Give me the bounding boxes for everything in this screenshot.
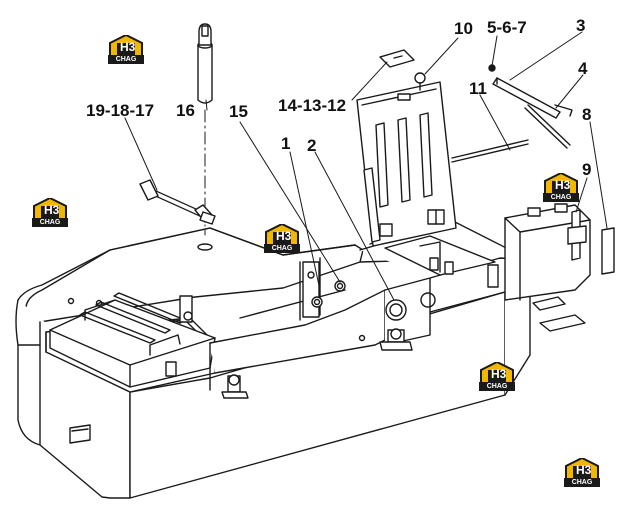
logo-emblem-icon [33, 198, 67, 220]
callout-16: 16 [176, 101, 195, 120]
logo-emblem-icon [565, 458, 599, 480]
callout-5-6-7: 5-6-7 [487, 18, 527, 37]
leader-lines [124, 31, 608, 301]
watermark-logo: H3 CHAG [108, 35, 144, 65]
callout-1: 1 [281, 134, 291, 153]
watermark-logo: H3 CHAG [32, 198, 68, 228]
callout-14-13-12: 14-13-12 [278, 96, 347, 115]
callout-10: 10 [454, 19, 473, 38]
callout-9: 9 [582, 160, 592, 179]
right-compartment [356, 81, 531, 288]
callout-2: 2 [307, 136, 317, 155]
watermark-logo: H3 CHAG [479, 362, 515, 392]
logo-emblem-icon [265, 224, 299, 246]
watermark-logo: H3 CHAG [564, 458, 600, 488]
watermark-logo: H3 CHAG [543, 173, 579, 203]
callout-19-18-17: 19-18-17 [86, 101, 155, 120]
callout-4: 4 [578, 59, 588, 78]
callout-15: 15 [229, 102, 248, 121]
logo-emblem-icon [544, 173, 578, 195]
logo-emblem-icon [109, 35, 143, 57]
loose-parts [139, 23, 615, 332]
left-compartment [45, 292, 216, 393]
callout-11: 11 [469, 79, 487, 98]
callout-8: 8 [582, 105, 592, 124]
watermark-logo: H3 CHAG [264, 224, 300, 254]
logo-emblem-icon [480, 362, 514, 384]
callout-3: 3 [576, 16, 586, 35]
middle-compartment [209, 257, 436, 399]
